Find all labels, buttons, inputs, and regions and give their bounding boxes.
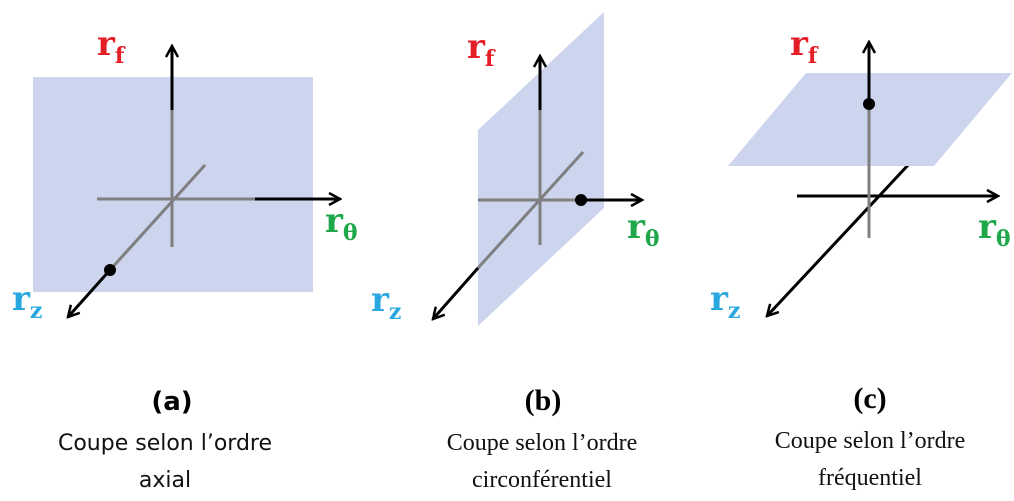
panel-c-caption-line1: Coupe selon l’ordre	[775, 428, 966, 454]
rtheta-label: rθ	[627, 207, 660, 252]
panel-c-letter: (c)	[853, 382, 886, 415]
gray-axis-diagonal	[108, 163, 207, 272]
rz-label: rz	[371, 280, 401, 325]
slice-point	[863, 98, 875, 110]
panel-b: rf rθ rz (b) Coupe selon l’ordre circonf…	[371, 12, 660, 493]
gray-axis-diagonal	[476, 150, 585, 270]
panel-a: rf rθ rz (a) Coupe selon l’ordre axial	[12, 24, 358, 493]
panel-a-letter: (a)	[151, 387, 192, 417]
slice-point	[104, 264, 116, 276]
rz-label: rz	[12, 279, 42, 324]
rtheta-label: rθ	[325, 201, 358, 246]
rz-label: rz	[710, 279, 740, 324]
slice-point	[575, 194, 587, 206]
rz-axis-arrow	[68, 269, 112, 317]
panel-b-caption-line1: Coupe selon l’ordre	[447, 430, 638, 456]
panel-a-caption-line1: Coupe selon l’ordre	[58, 431, 272, 456]
rz-axis-arrow	[767, 161, 912, 316]
panel-c-caption-line2: fréquentiel	[818, 465, 922, 491]
rf-label: rf	[790, 24, 819, 69]
rtheta-label: rθ	[978, 207, 1011, 252]
panel-b-caption-line2: circonférentiel	[472, 467, 612, 493]
rf-label: rf	[467, 27, 496, 72]
panel-b-letter: (b)	[525, 384, 562, 417]
rz-axis-arrow	[433, 267, 480, 319]
panel-c: rf rθ rz (c) Coupe selon l’ordre fréquen…	[710, 24, 1012, 491]
panel-a-caption-line2: axial	[139, 468, 191, 493]
rf-label: rf	[97, 24, 126, 69]
